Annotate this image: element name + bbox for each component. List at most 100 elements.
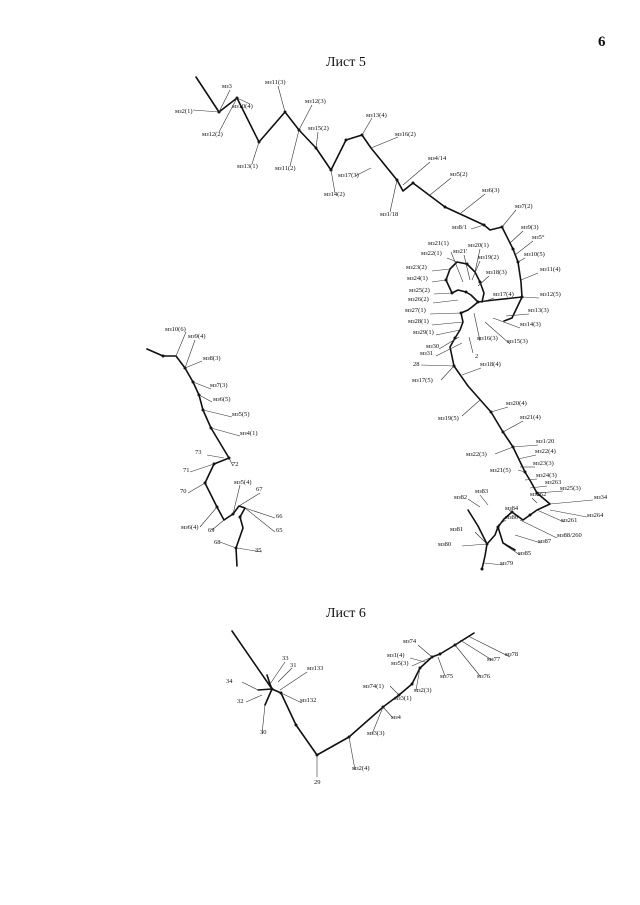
page-number: 6: [598, 34, 606, 50]
label-leader-line: [479, 494, 489, 506]
node-label: 72: [232, 461, 239, 468]
label-leader-line: [467, 635, 511, 658]
label-leader-line: [244, 507, 276, 533]
node-label: 69: [208, 527, 215, 534]
node-label: мз10(4): [232, 103, 253, 110]
node-label: мз4/14: [428, 155, 447, 162]
label-leader-line: [241, 681, 259, 691]
label-leader-line: [483, 562, 504, 566]
tree-node: [528, 513, 532, 517]
label-leader-line: [460, 193, 486, 214]
label-leader-line: [459, 639, 493, 661]
node-label: мз26(2): [408, 296, 429, 303]
label-leader-line: [454, 644, 481, 677]
node-label: мз25(3): [560, 485, 581, 492]
node-label: 71: [183, 467, 190, 474]
node-label: мз85: [518, 550, 531, 557]
label-leader-line: [402, 161, 431, 186]
label-leader-line: [348, 736, 356, 771]
node-label: мз23(2): [406, 264, 427, 271]
node-label: мз4(1): [240, 430, 258, 437]
tree-branch: [467, 509, 488, 545]
tree-node: [161, 354, 165, 358]
label-leader-line: [431, 279, 447, 283]
label-leader-line: [435, 329, 461, 336]
label-leader-line: [531, 497, 538, 504]
label-leader-line: [536, 509, 565, 523]
tree-node: [511, 247, 515, 251]
node-label: мз19(2): [478, 254, 499, 261]
label-leader-line: [382, 706, 394, 719]
label-leader-line: [202, 409, 233, 418]
label-leader-line: [549, 499, 594, 505]
node-label: мз76: [477, 673, 491, 680]
label-leader-line: [218, 97, 238, 133]
label-leader-line: [473, 312, 481, 342]
label-leader-line: [354, 167, 372, 177]
node-label: мз16(2): [395, 131, 416, 138]
label-leader-line: [474, 531, 488, 545]
node-label: 66: [276, 513, 283, 520]
node-label: мз31: [420, 350, 433, 357]
label-leader-line: [417, 644, 433, 658]
label-leader-line: [277, 667, 293, 683]
label-leader-line: [509, 230, 524, 244]
node-label: мз1(4): [387, 652, 405, 659]
tree-branch: [146, 348, 246, 567]
label-leader-line: [517, 469, 526, 473]
label-leader-line: [431, 321, 464, 326]
node-label: 33: [282, 655, 289, 662]
label-leader-line: [210, 427, 241, 437]
node-label: 68: [214, 539, 221, 546]
label-leader-line: [269, 661, 286, 685]
node-label: мз83: [475, 488, 488, 495]
node-label: мз86: [505, 514, 519, 521]
node-label: мз79: [500, 560, 513, 567]
node-label: мз5°: [532, 234, 545, 241]
tree-node: [344, 138, 348, 142]
node-label: мз7(3): [210, 382, 228, 389]
tree-node: [410, 682, 414, 686]
node-label: мз24(1): [407, 275, 428, 282]
node-label: мз7(2): [515, 203, 533, 210]
tree-branch: [497, 526, 516, 551]
label-leader-line: [514, 534, 542, 544]
node-label: мз13(1): [237, 163, 258, 170]
node-label: мз78: [505, 651, 518, 658]
tree-node: [480, 567, 484, 571]
node-label: 31: [290, 662, 297, 669]
tree-branch: [231, 630, 475, 756]
label-leader-line: [175, 331, 187, 357]
node-label: мз3: [222, 83, 232, 90]
node-label: мз15(2): [308, 125, 329, 132]
node-label: мз14(2): [324, 191, 345, 198]
node-label: мз3(1): [394, 695, 412, 702]
label-leader-line: [517, 454, 537, 460]
label-leader-line: [504, 544, 521, 556]
node-label: мз11(3): [265, 79, 286, 86]
tree-node: [496, 525, 500, 529]
node-label: мз21(1): [428, 240, 449, 247]
node-label: мз25(2): [409, 287, 430, 294]
node-label: мз82: [454, 494, 467, 501]
label-leader-line: [228, 457, 234, 467]
node-label: мз4: [391, 714, 402, 721]
node-label: 73: [195, 449, 202, 456]
label-leader-line: [261, 704, 266, 735]
node-label: мз6(5): [213, 396, 231, 403]
label-leader-line: [192, 381, 212, 390]
node-label: мз30: [426, 343, 439, 350]
node-label: мз5(5): [232, 411, 250, 418]
node-label: мз11(2): [275, 165, 296, 172]
node-label: мз12(5): [540, 291, 561, 298]
node-label: мз81: [450, 526, 463, 533]
label-leader-line: [502, 420, 524, 433]
label-leader-line: [245, 694, 263, 703]
tree-node: [411, 181, 415, 185]
label-leader-line: [474, 248, 481, 273]
label-leader-line: [529, 485, 548, 489]
label-leader-line: [468, 336, 474, 354]
label-leader-line: [420, 364, 455, 367]
node-label: мз12(3): [305, 98, 326, 105]
node-label: мз13(4): [366, 112, 387, 119]
